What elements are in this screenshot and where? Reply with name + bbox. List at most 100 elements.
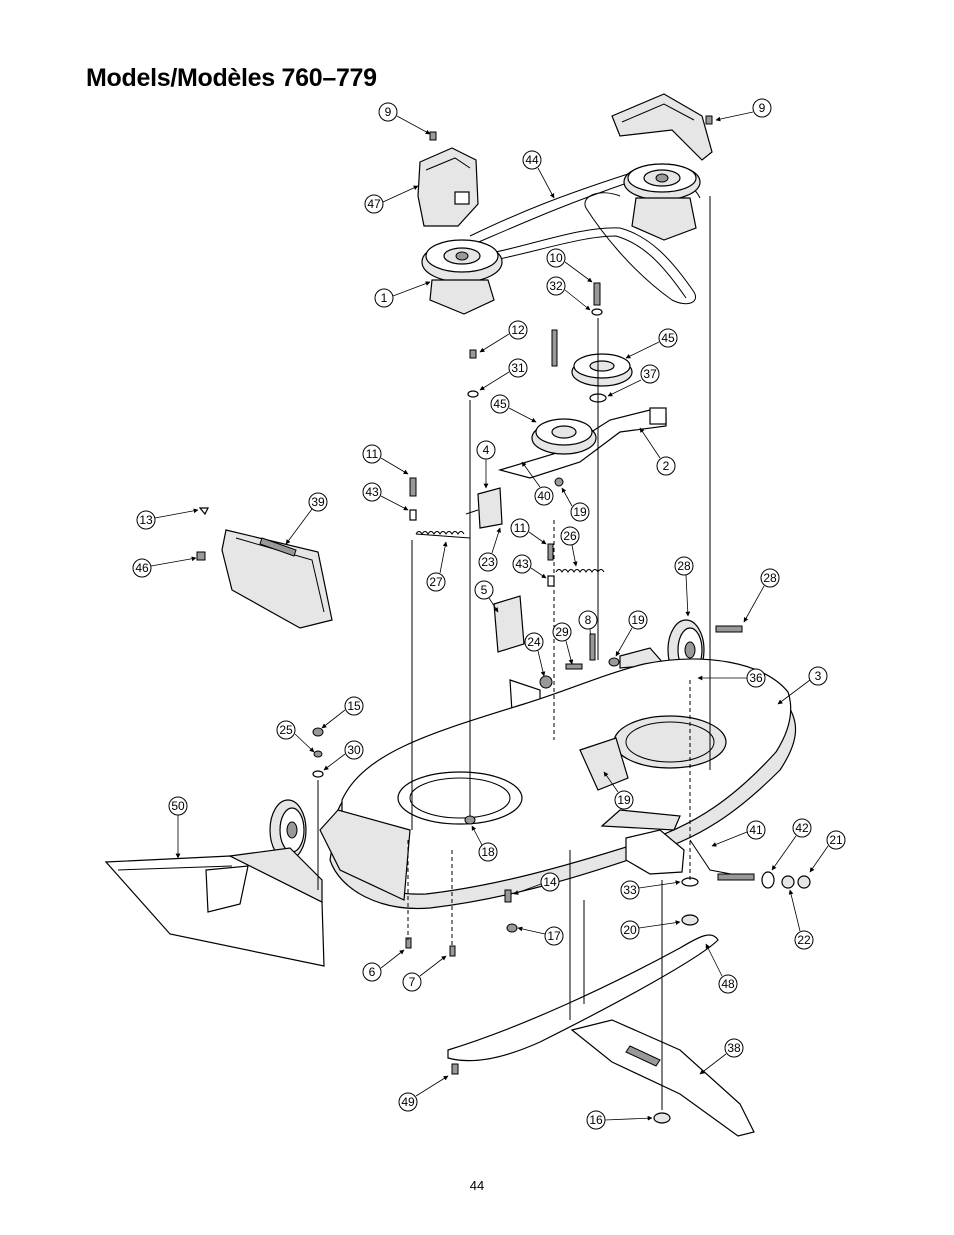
callout-12: 12 [479,320,528,353]
callout-50: 50 [168,796,188,859]
svg-text:20: 20 [623,923,637,937]
callout-43-right: 43 [512,554,547,579]
svg-text:39: 39 [311,495,325,509]
left-spindle-pulley [421,239,503,315]
lift-handle [600,809,755,881]
callout-16: 16 [586,1110,653,1130]
small-hardware [196,282,603,587]
svg-text:36: 36 [749,671,763,685]
callout-23: 23 [478,527,501,572]
page-number: 44 [469,1178,485,1193]
callout-32: 32 [546,276,591,311]
svg-text:28: 28 [677,559,691,573]
svg-text:8: 8 [585,613,592,627]
page-title: Models/Modèles 760–779 [86,64,377,92]
callout-40: 40 [521,461,554,506]
callout-33: 33 [620,880,681,900]
svg-text:48: 48 [721,977,735,991]
callout-49: 49 [398,1075,449,1112]
callout-19-top: 19 [561,487,590,522]
mower-deck [329,658,797,910]
spring-left [415,531,471,539]
svg-text:30: 30 [347,743,361,757]
callout-10: 10 [546,248,593,283]
svg-text:43: 43 [365,485,379,499]
svg-text:9: 9 [759,101,766,115]
svg-text:13: 13 [139,513,153,527]
svg-text:21: 21 [829,833,843,847]
callout-39: 39 [285,492,328,545]
lower-idler-pulley [531,418,597,455]
svg-text:45: 45 [661,331,675,345]
callout-42: 42 [771,818,812,871]
callout-11-right: 11 [510,518,547,545]
callout-24: 24 [524,632,553,689]
svg-text:25: 25 [279,723,293,737]
svg-text:27: 27 [429,575,443,589]
spring-right [555,569,605,573]
callout-45-top: 45 [625,328,678,359]
mulch-deflector [221,529,333,629]
svg-text:22: 22 [797,933,811,947]
svg-text:49: 49 [401,1095,415,1109]
svg-text:18: 18 [481,845,495,859]
svg-text:1: 1 [381,291,388,305]
callout-31: 31 [479,358,528,391]
callout-41: 41 [711,820,766,847]
svg-text:7: 7 [409,975,416,989]
svg-text:4: 4 [483,443,490,457]
callout-47: 47 [364,185,419,214]
callout-13: 13 [136,508,199,530]
svg-text:42: 42 [795,821,809,835]
assembly-lines [317,196,711,1110]
discharge-chute [104,847,325,967]
blade [570,1019,755,1137]
deck-side-wall [319,809,411,901]
callout-9-left: 9 [378,102,437,141]
callout-28-right: 28 [743,568,780,623]
callout-6: 6 [362,949,405,982]
callout-45-mid: 45 [490,394,537,423]
svg-text:9: 9 [385,105,392,119]
callout-15: 15 [321,696,364,729]
callout-2: 2 [639,427,676,476]
svg-text:12: 12 [511,323,525,337]
callout-19-bottom: 19 [603,771,634,810]
svg-text:33: 33 [623,883,637,897]
callout-43-left: 43 [362,482,409,511]
callout-labels: 9 9 44 47 10 32 1 12 [132,98,846,1130]
callout-44: 44 [522,150,555,199]
callout-4: 4 [476,440,496,489]
callout-18: 18 [464,815,498,862]
callout-1: 1 [374,281,431,308]
svg-text:40: 40 [537,489,551,503]
svg-text:38: 38 [727,1041,741,1055]
callout-46: 46 [132,556,197,578]
callout-9-right: 9 [705,98,772,125]
callout-3: 3 [777,666,828,705]
upper-idler-pulley [571,353,633,387]
svg-text:24: 24 [527,635,541,649]
svg-text:15: 15 [347,699,361,713]
svg-text:31: 31 [511,361,525,375]
callout-14: 14 [513,872,560,895]
svg-text:50: 50 [171,799,185,813]
callout-21: 21 [809,830,846,873]
svg-text:37: 37 [643,367,657,381]
baffle [447,934,719,1062]
svg-text:26: 26 [563,529,577,543]
svg-text:11: 11 [366,447,379,461]
right-belt-guard [611,93,713,161]
svg-text:19: 19 [631,613,645,627]
svg-text:16: 16 [589,1113,603,1127]
callout-36: 36 [697,668,766,688]
callout-37: 37 [607,364,660,397]
callout-20: 20 [620,920,681,940]
callout-17: 17 [517,926,564,946]
callout-48: 48 [705,943,738,994]
svg-text:41: 41 [749,823,763,837]
callout-7: 7 [402,955,447,992]
svg-text:14: 14 [543,875,557,889]
callout-22: 22 [788,889,814,950]
blade-nuts [312,727,671,1124]
